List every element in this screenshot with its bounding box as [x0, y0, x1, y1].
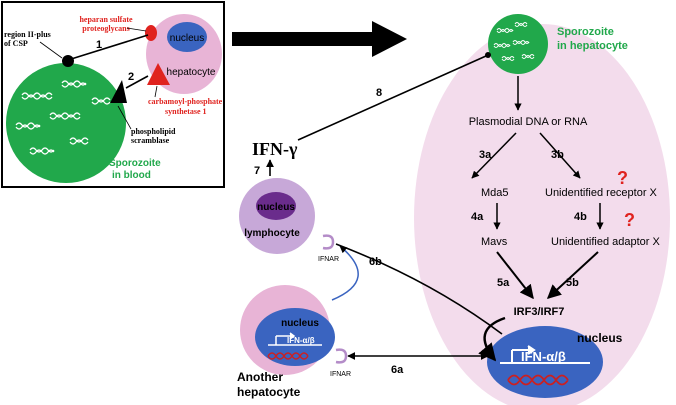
scramblase-label-1: phospholipid [131, 127, 176, 136]
dna-helix-icon [507, 374, 569, 386]
sporozoite-blood-label-1: Sporozoite [109, 158, 161, 169]
region-label-2: of CSP [4, 39, 28, 48]
question-mark-icon-2: ? [624, 210, 635, 230]
receptor-x-label: Unidentified receptor X [545, 187, 658, 199]
ifnar-bottom-label: IFNAR [330, 371, 351, 378]
another-nucleus-label: nucleus [281, 318, 319, 329]
sporozoite-hepatocyte-label-2: in hepatocyte [557, 40, 628, 52]
cps-triangle-icon [147, 63, 170, 85]
dna-rna-label: Plasmodial DNA or RNA [469, 116, 588, 128]
cps-label-1: carbamoyl-phosphate [148, 97, 223, 106]
adaptor-x-label: Unidentified adaptor X [551, 236, 661, 248]
sporozoite-dna-icon [493, 22, 535, 61]
dna-helix-icon [15, 80, 111, 155]
step-4b: 4b [574, 211, 587, 223]
ifn-gamma-label: IFN-γ [252, 139, 298, 159]
mavs-label: Mavs [481, 236, 508, 248]
inset-panel: nucleus hepatocyte heparan sulfate prote… [1, 1, 225, 188]
scramblase-label-2: scramblase [131, 136, 170, 145]
ifnar-top-label: IFNAR [318, 256, 339, 263]
another-nucleus [255, 308, 335, 366]
another-ifn-label: IFN-α/β [287, 336, 315, 345]
sporozoite-hepatocyte-label-1: Sporozoite [557, 26, 614, 38]
inset-step-1: 1 [96, 39, 102, 51]
hepatocyte-nucleus [167, 22, 207, 52]
another-gene-promoter-icon [268, 332, 322, 346]
step-8: 8 [376, 87, 382, 99]
lymphocyte-nucleus-label: nucleus [257, 202, 295, 213]
step-5a: 5a [497, 277, 510, 289]
step-4a: 4a [471, 211, 484, 223]
gene-promoter-icon [500, 345, 590, 364]
heparan-label-2: proteoglycans [82, 24, 129, 33]
mda5-label: Mda5 [481, 187, 509, 199]
infected-ifn-label: IFN-α/β [521, 349, 566, 364]
heparan-sulfate-icon [145, 25, 157, 41]
sporozoite-blood-label-2: in blood [112, 170, 151, 181]
inset-step-2: 2 [128, 71, 134, 83]
step-7: 7 [254, 165, 260, 177]
bold-arrow-icon [232, 21, 407, 57]
ifnar-receptor-icon-bottom [335, 348, 348, 364]
step-5b: 5b [566, 277, 579, 289]
question-mark-icon: ? [617, 168, 628, 188]
infected-nucleus-label: nucleus [577, 331, 623, 345]
step-3b: 3b [551, 149, 564, 161]
region-label-1: region II-plus [4, 30, 51, 39]
another-hepatocyte-label-1: Another [237, 370, 283, 384]
another-dna-helix-icon [267, 352, 309, 360]
ifnar-receptor-icon [322, 234, 335, 250]
scramblase-triangle-icon [110, 80, 127, 103]
infected-hepatocyte-cell [414, 24, 670, 405]
lymphocyte-nucleus [256, 192, 296, 220]
step-6a: 6a [391, 364, 404, 376]
hepatocyte-nucleus-label: nucleus [170, 33, 204, 44]
hepatocyte-label: hepatocyte [167, 67, 216, 78]
heparan-label-1: heparan sulfate [79, 15, 133, 24]
step-3a: 3a [479, 149, 492, 161]
cps-label-2: synthetase 1 [165, 107, 207, 116]
irf-label: IRF3/IRF7 [514, 306, 565, 318]
another-hepatocyte-label-2: hepatocyte [237, 385, 301, 399]
lymphocyte-label: lymphocyte [244, 228, 300, 239]
